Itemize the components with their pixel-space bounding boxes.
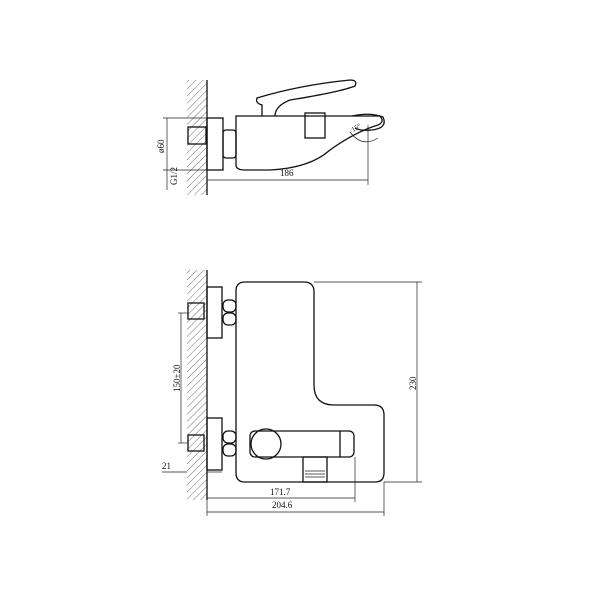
connector-nut xyxy=(222,129,237,159)
wall-hatch xyxy=(187,80,207,195)
diameter-label: ø60 xyxy=(156,139,166,153)
handle xyxy=(249,430,355,458)
lower-nut xyxy=(222,430,237,457)
handle-length-label: 171.7 xyxy=(270,487,291,497)
handle-hub xyxy=(250,428,282,460)
escutcheon xyxy=(206,117,224,171)
handle xyxy=(255,79,357,117)
faucet-body xyxy=(235,281,385,483)
faucet-body xyxy=(235,115,383,171)
thread-label: G1/2 xyxy=(169,167,179,185)
centers-label: 150±20 xyxy=(172,364,182,392)
lower-escutcheon xyxy=(206,417,223,471)
wall-hatch xyxy=(187,270,207,500)
angle-label: 15° xyxy=(350,122,363,134)
inlet-pipe xyxy=(187,126,207,145)
wall-offset-label: 21 xyxy=(162,461,171,471)
spout xyxy=(302,456,328,483)
diverter xyxy=(304,112,326,139)
upper-escutcheon xyxy=(206,286,223,339)
side-view: ø60 G1/2 186 15° xyxy=(156,79,385,195)
length-label: 186 xyxy=(280,168,294,178)
spout-tip xyxy=(351,113,385,131)
upper-nut xyxy=(222,299,237,326)
front-view: 230 150±20 21 171.7 204.6 xyxy=(162,270,422,516)
total-depth-label: 204.6 xyxy=(272,500,293,510)
height-label: 230 xyxy=(408,376,418,390)
